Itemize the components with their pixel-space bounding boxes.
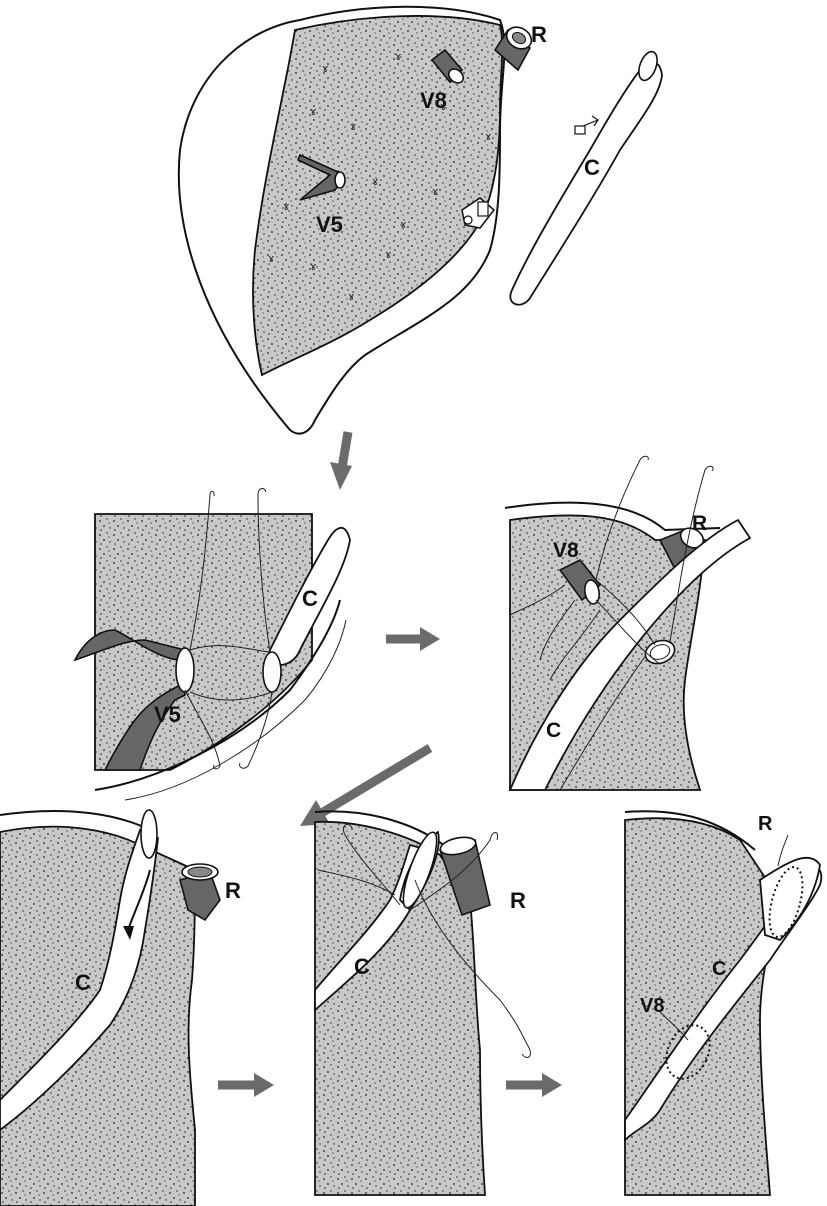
arrow-4-right [218,1073,274,1097]
arrow-1-down [330,432,352,490]
label-mid-right-c: C [546,719,561,742]
label-top-c: C [584,155,600,180]
label-bot-mid-c: C [354,954,370,979]
label-top-v5: V5 [316,212,343,237]
svg-text:ɤ: ɤ [385,248,392,261]
label-mid-left-v5: V5 [154,702,181,727]
svg-text:ɤ: ɤ [485,130,492,143]
label-mid-right-r: R [692,512,707,535]
panel-top-liver-graft: ɤɤɤ ɤɤɤ ɤɤɤ ɤɤɤ ɤɤ R V8 V5 [179,7,662,434]
svg-text:ɤ: ɤ [322,62,329,75]
svg-text:ɤ: ɤ [268,252,275,265]
panel-bottom-right: R V8 C [625,811,821,1195]
label-bot-left-c: C [75,970,91,995]
label-mid-left-c: C [302,586,318,611]
label-bot-mid-r: R [510,888,526,913]
label-bot-right-r: R [758,813,773,835]
arrow-2-right [386,627,440,651]
svg-text:ɤ: ɤ [395,50,402,63]
svg-text:ɤ: ɤ [400,218,407,231]
svg-text:ɤ: ɤ [348,290,355,303]
label-mid-right-v8: V8 [553,539,579,562]
label-top-v8: V8 [420,88,447,113]
panel-bottom-middle: C R [315,811,530,1195]
svg-text:ɤ: ɤ [310,105,317,118]
svg-text:ɤ: ɤ [310,260,317,273]
label-bot-right-c: C [712,958,726,980]
arrow-5-right [506,1073,562,1097]
panel-mid-left-v5: C V5 [75,488,350,800]
panel-mid-right-v8: V8 R C [505,456,750,790]
panel-bottom-left: C R [0,810,241,1206]
label-top-r: R [531,22,547,47]
label-bot-right-v8: V8 [640,995,664,1017]
svg-text:ɤ: ɤ [283,200,290,213]
label-bot-left-r: R [225,878,241,903]
svg-text:ɤ: ɤ [432,185,439,198]
svg-text:ɤ: ɤ [350,120,357,133]
svg-text:ɤ: ɤ [372,175,379,188]
